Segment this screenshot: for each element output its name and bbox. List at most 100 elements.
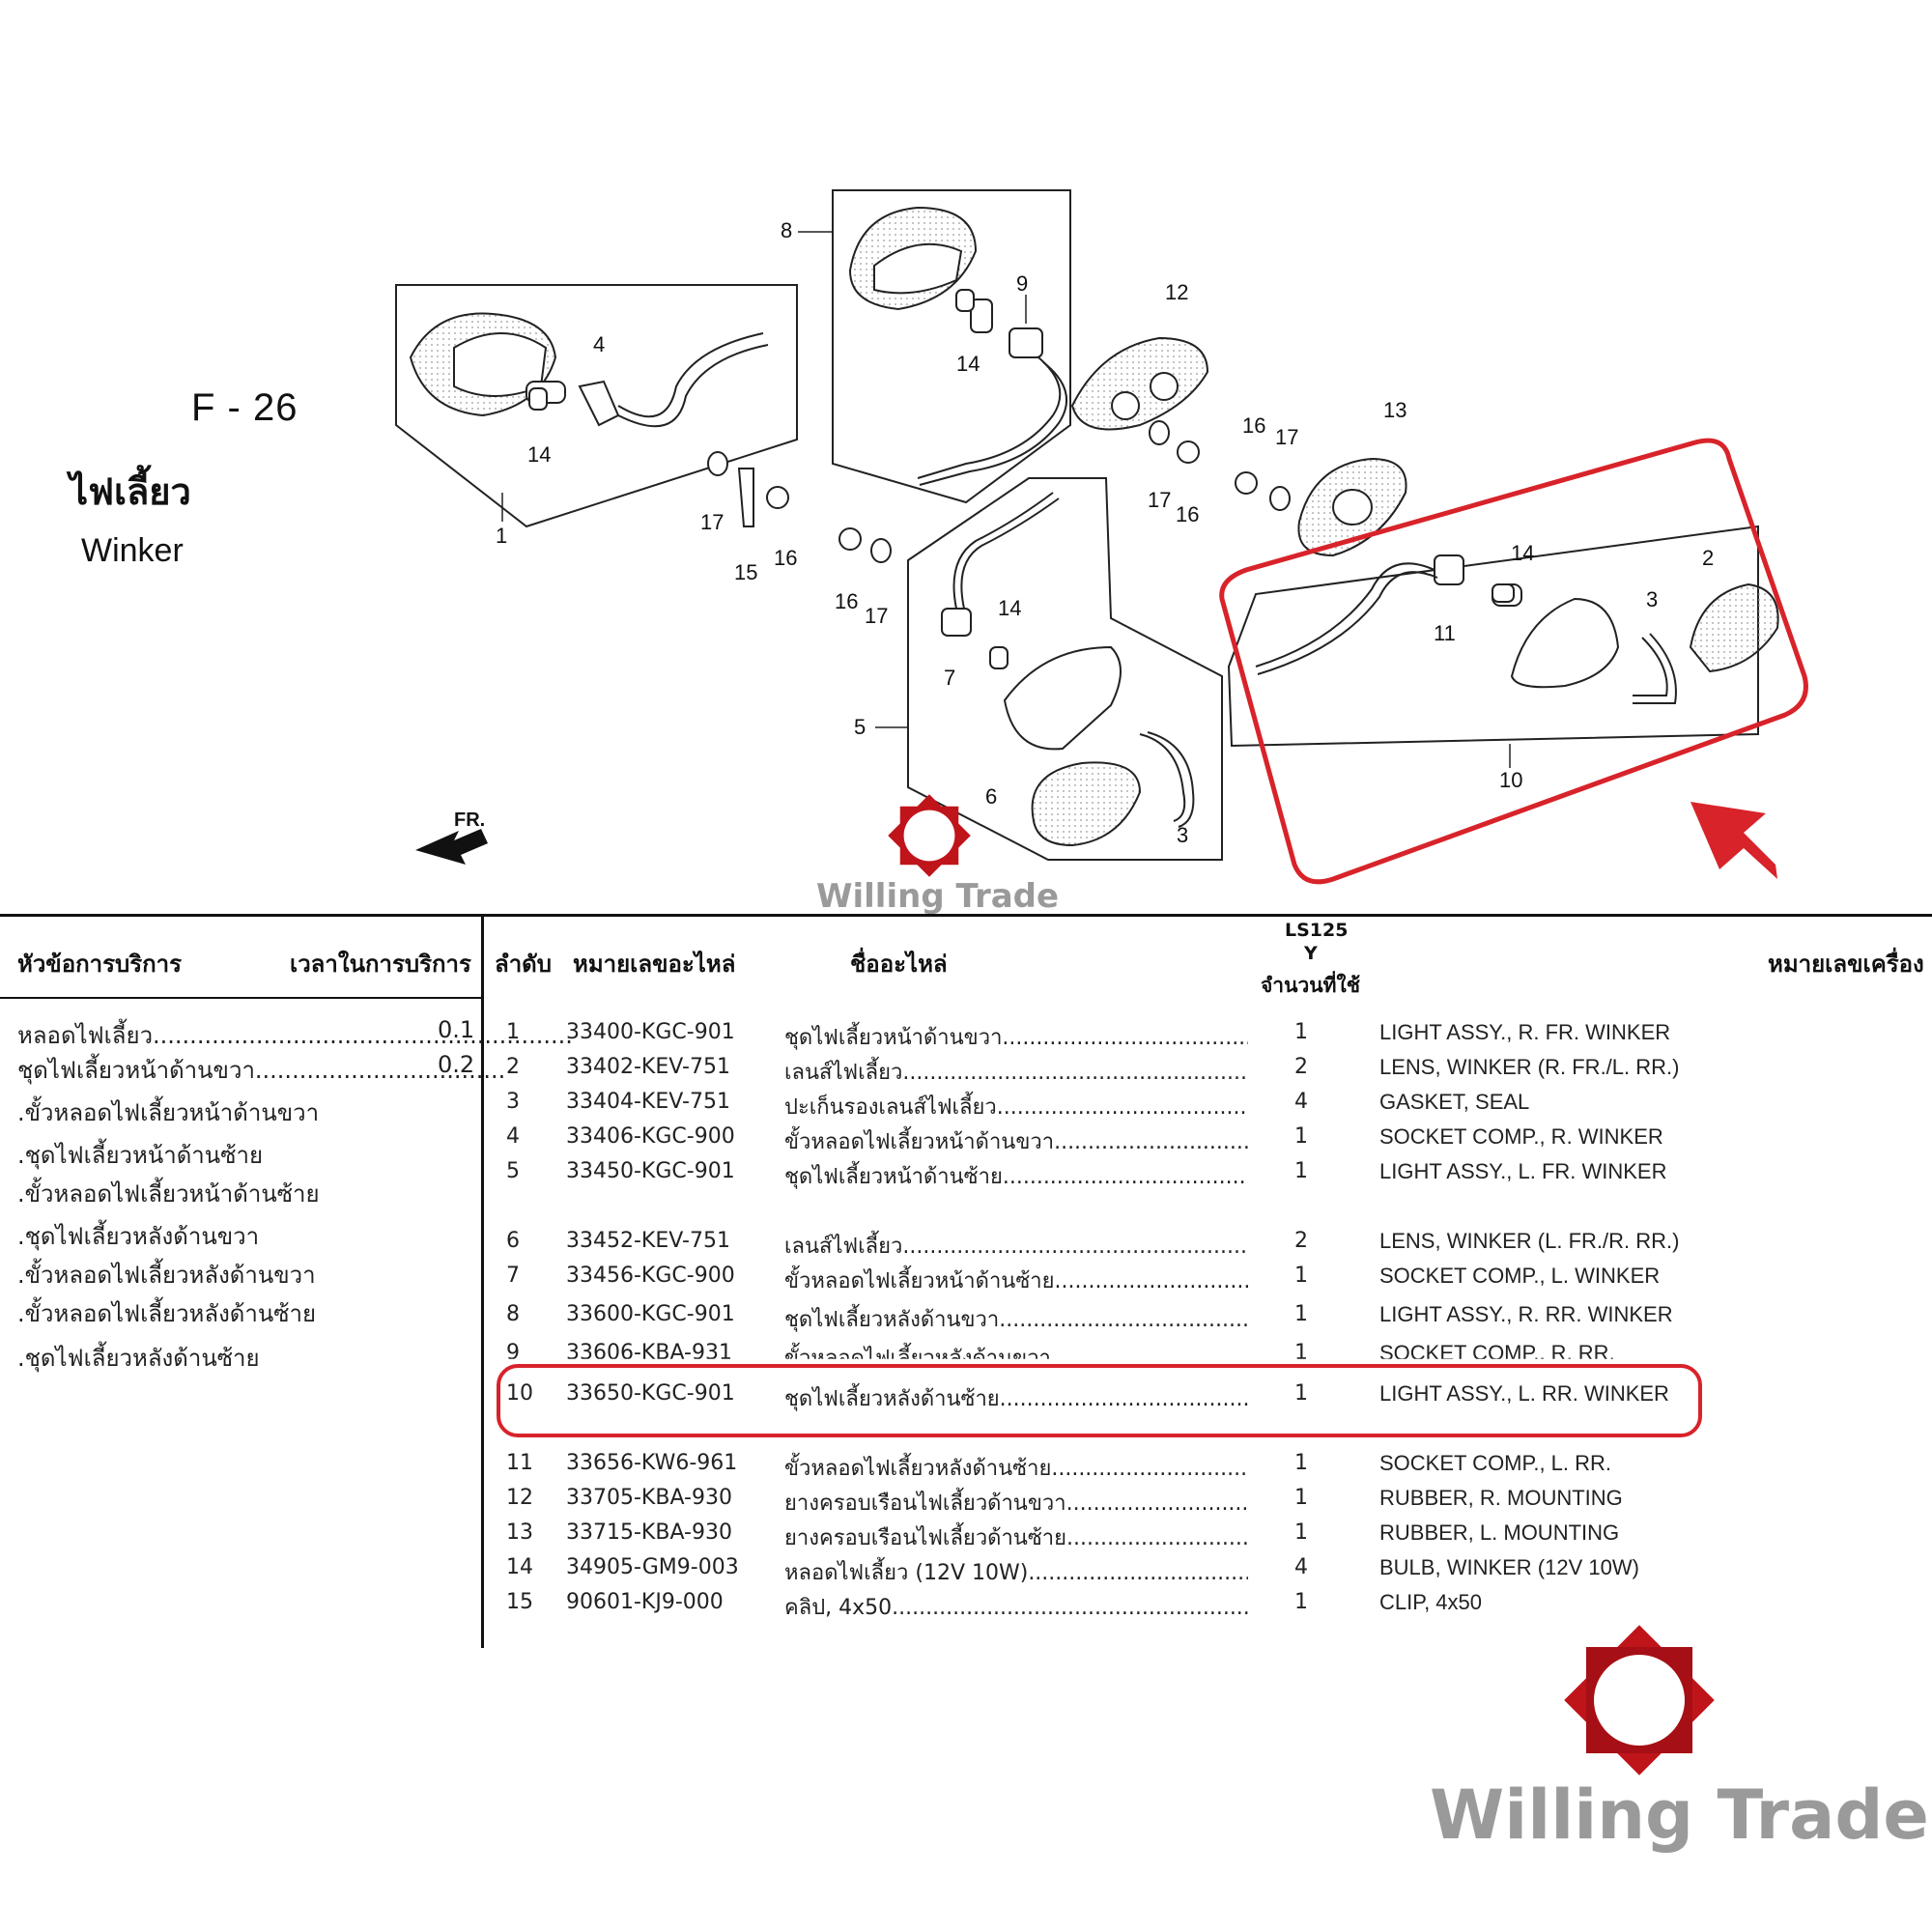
row-number: 3: [506, 1090, 520, 1114]
watermark-text-small: Willing Trade: [816, 877, 1060, 916]
callout-17c: 17: [1148, 488, 1171, 512]
nut-16a: [766, 486, 789, 509]
page-title-thai: ไฟเลี้ยว: [70, 470, 191, 513]
service-item: .ชุดไฟเลี้ยวหลังด้านซ้าย: [17, 1339, 260, 1377]
part-name-thai: ขั้วหลอดไฟเลี้ยวหลังด้านขวา.............…: [784, 1347, 1248, 1371]
callout-16c: 16: [1176, 502, 1199, 526]
callout-13: 13: [1383, 398, 1406, 422]
col-header-model-code: Y: [1304, 943, 1318, 964]
front-arrow-label: FR.: [454, 810, 485, 831]
part-name-thai: ยางครอบเรือนไฟเลี้ยวด้านซ้าย............…: [784, 1526, 1248, 1550]
callout-10: 10: [1499, 768, 1522, 792]
col-header-no: ลำดับ: [495, 951, 553, 978]
assembly-frame-8: [832, 189, 1071, 504]
service-item-label: .ขั้วหลอดไฟเลี้ยวหลังด้านซ้าย: [17, 1300, 317, 1327]
callout-12: 12: [1165, 280, 1188, 304]
part-number: 33715-KBA-930: [566, 1520, 732, 1545]
service-item: .ชุดไฟเลี้ยวหลังด้านขวา: [17, 1217, 259, 1255]
service-item-label: .ขั้วหลอดไฟเลี้ยวหน้าด้านขวา: [17, 1099, 320, 1126]
quantity: 1: [1294, 1486, 1308, 1510]
part-name-english: RUBBER, L. MOUNTING: [1379, 1520, 1620, 1545]
table-row: 10 33650-KGC-901 ชุดไฟเลี้ยวหลังด้านซ้าย..…: [483, 1381, 1913, 1414]
part-name-english: GASKET, SEAL: [1379, 1090, 1530, 1114]
part-name-thai: ขั้วหลอดไฟเลี้ยวหลังด้านซ้าย............…: [784, 1457, 1248, 1481]
bulb-14b: [955, 289, 975, 312]
service-item: .ขั้วหลอดไฟเลี้ยวหน้าด้านซ้าย: [17, 1175, 320, 1212]
quantity: 1: [1294, 1451, 1308, 1475]
winker-light-assy-1: [409, 312, 769, 428]
part-number: 33406-KGC-900: [566, 1124, 735, 1149]
callout-17a: 17: [700, 510, 724, 534]
part-name-thai: คลิป, 4x50..............................…: [784, 1596, 1248, 1620]
washer-17b: [870, 538, 892, 563]
callout-16b: 16: [835, 589, 858, 613]
row-number: 12: [506, 1486, 533, 1510]
service-item: ชุดไฟเลี้ยวหน้าด้านขวา..................…: [17, 1051, 505, 1089]
row-number: 10: [506, 1381, 533, 1406]
callout-1: 1: [496, 524, 507, 548]
callout-labels: 1 2 3 3 4 5 6 7 8 9 10 11 12 13 14 14 14…: [496, 218, 1714, 847]
part-number: 33450-KGC-901: [566, 1159, 735, 1183]
callout-5: 5: [854, 715, 866, 739]
service-item-label: .ชุดไฟเลี้ยวหลังด้านซ้าย: [17, 1345, 260, 1372]
nut-16c: [1177, 440, 1200, 464]
part-number: 33656-KW6-961: [566, 1451, 738, 1475]
row-number: 8: [506, 1302, 520, 1326]
quantity: 4: [1294, 1555, 1308, 1579]
table-top-rule: [0, 914, 1932, 917]
part-name-english: LENS, WINKER (L. FR./R. RR.): [1379, 1229, 1680, 1253]
callout-3b: 3: [1177, 823, 1188, 847]
callout-6: 6: [985, 784, 997, 809]
part-number: 33650-KGC-901: [566, 1381, 735, 1406]
quantity: 1: [1294, 1302, 1308, 1326]
service-item-label: .ขั้วหลอดไฟเลี้ยวหลังด้านขวา: [17, 1262, 316, 1289]
callout-17d: 17: [1275, 425, 1298, 449]
nut-16b: [838, 527, 862, 551]
part-name-english: LIGHT ASSY., L. FR. WINKER: [1379, 1159, 1667, 1183]
part-name-english: SOCKET COMP., L. WINKER: [1379, 1264, 1661, 1288]
part-number: 33402-KEV-751: [566, 1055, 730, 1079]
col-header-model: LS125: [1285, 920, 1349, 941]
col-header-time: เวลาในการบริการ: [290, 951, 471, 978]
quantity: 1: [1294, 1381, 1308, 1406]
part-name-thai: เลนส์ไฟเลี้ยว...........................…: [784, 1061, 1248, 1085]
quantity: 1: [1294, 1264, 1308, 1288]
row-number: 4: [506, 1124, 520, 1149]
bulb-14d: [1492, 583, 1515, 603]
row-number: 5: [506, 1159, 520, 1183]
part-name-english: LIGHT ASSY., R. RR. WINKER: [1379, 1302, 1673, 1326]
part-name-thai: ชุดไฟเลี้ยวหลังด้านซ้าย.................…: [784, 1387, 1248, 1411]
part-name-english: LIGHT ASSY., R. FR. WINKER: [1379, 1020, 1671, 1044]
row-number: 13: [506, 1520, 533, 1545]
callout-15: 15: [734, 560, 757, 584]
quantity: 1: [1294, 1341, 1308, 1365]
nut-16d: [1235, 471, 1258, 495]
row-number: 15: [506, 1590, 533, 1614]
callout-4: 4: [593, 332, 605, 356]
callout-16a: 16: [774, 546, 797, 570]
service-item-label: หลอดไฟเลี้ยว............................…: [17, 1022, 573, 1049]
part-number: 33606-KBA-931: [566, 1341, 732, 1365]
bulb-14a: [528, 387, 548, 411]
highlight-arrow-icon: [1690, 802, 1777, 879]
part-name-english: RUBBER, R. MOUNTING: [1379, 1486, 1623, 1510]
leader-lines: [501, 231, 1511, 768]
row-number: 7: [506, 1264, 520, 1288]
callout-14d: 14: [1511, 541, 1534, 565]
service-item: .ชุดไฟเลี้ยวหน้าด้านซ้าย: [17, 1136, 263, 1174]
highlight-row-box: [497, 1364, 1702, 1437]
row-number: 14: [506, 1555, 533, 1579]
small-hardware: [528, 289, 1515, 669]
service-item-label: .ชุดไฟเลี้ยวหลังด้านขวา: [17, 1223, 260, 1250]
highlight-box-diagram: [1219, 438, 1808, 885]
part-number: 33404-KEV-751: [566, 1090, 730, 1114]
front-arrow-icon: FR.: [415, 810, 488, 865]
